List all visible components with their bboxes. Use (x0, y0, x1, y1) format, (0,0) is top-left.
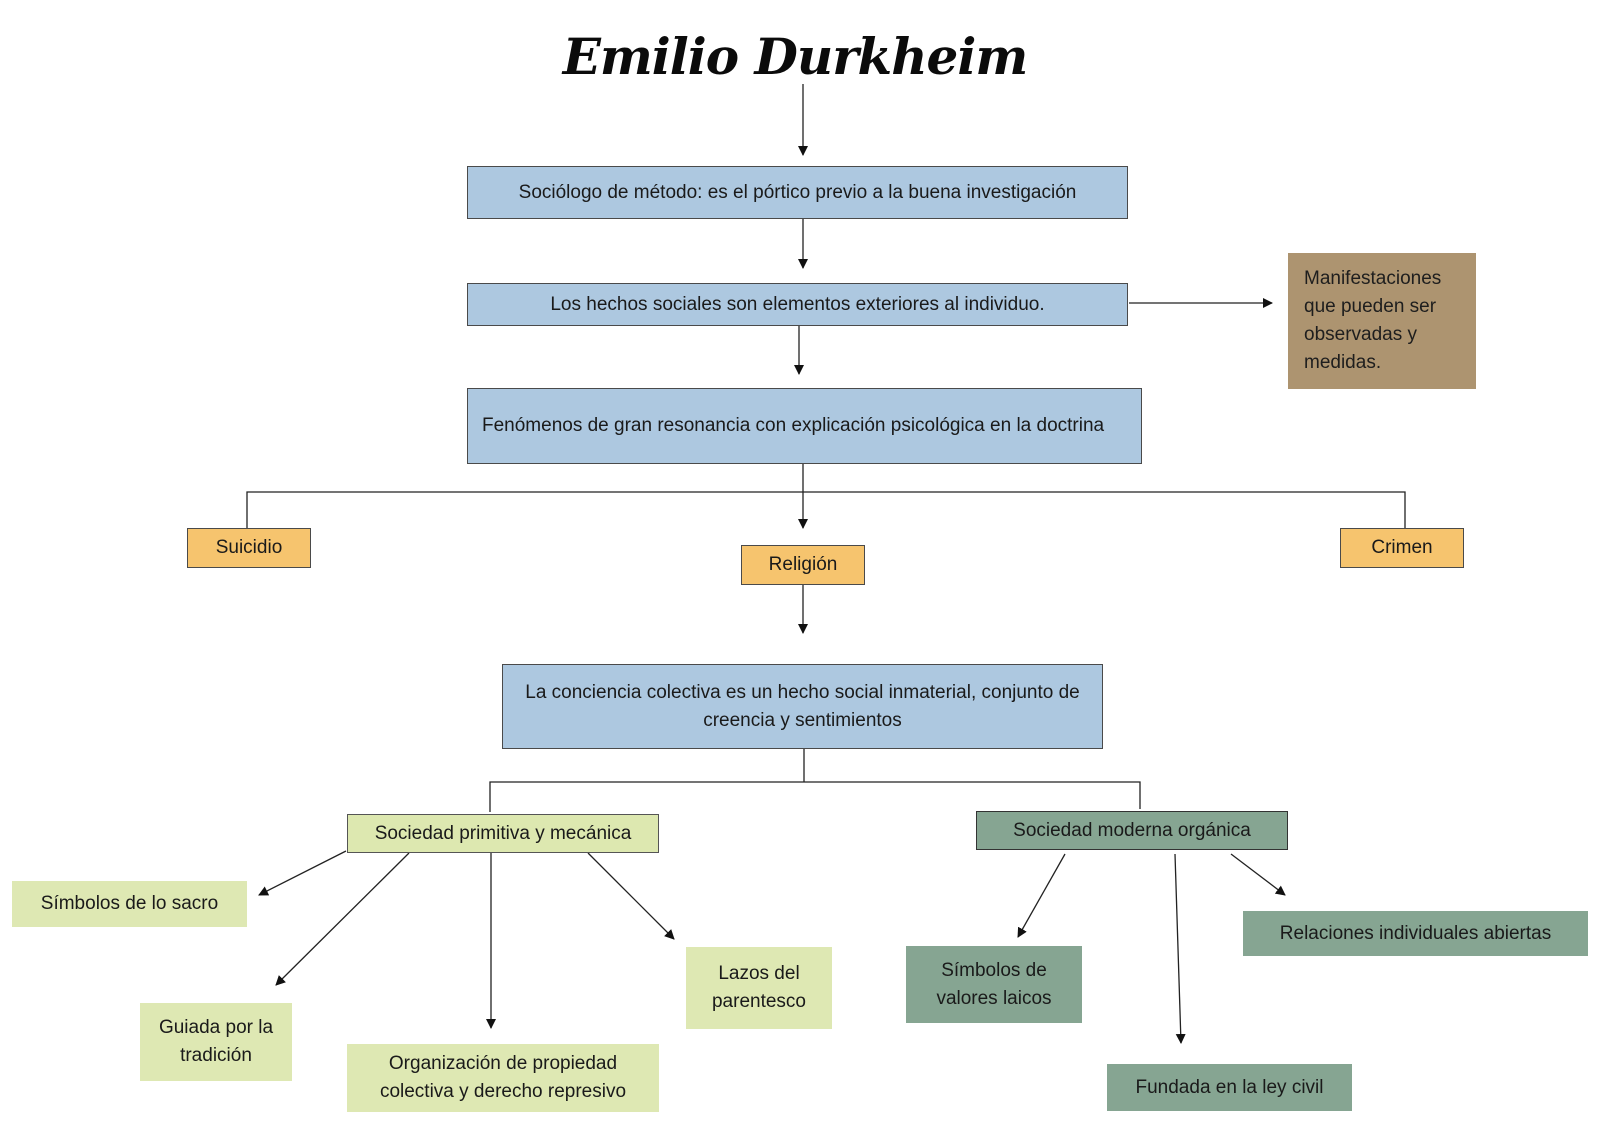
node-fenomenos: Fenómenos de gran resonancia con explica… (467, 388, 1142, 464)
node-primitiva-text: Sociedad primitiva y mecánica (374, 822, 632, 844)
arrow-primitiva-parentesco (587, 852, 675, 940)
node-parentesco: Lazos del parentesco (686, 947, 832, 1029)
node-hechos-text: Los hechos sociales son elementos exteri… (550, 293, 1045, 315)
node-relaciones: Relaciones individuales abiertas (1243, 911, 1588, 956)
line-branch-suicidio-crimen (246, 491, 1406, 528)
arrow-moderna-laicos (1017, 853, 1066, 938)
node-metodo: Sociólogo de método: es el pórtico previ… (467, 166, 1128, 219)
diagram-title: Emilio Durkheim (562, 27, 1029, 86)
arrow-primitiva-sacro (258, 850, 347, 896)
arrow-moderna-relaciones (1230, 853, 1286, 896)
arrow-primitiva-tradicion (275, 852, 410, 986)
node-religion: Religión (741, 545, 865, 585)
node-religion-text: Religión (768, 554, 838, 575)
node-conciencia-text: La conciencia colectiva es un hecho soci… (525, 681, 1080, 731)
node-sacro-text: Símbolos de lo sacro (40, 893, 219, 914)
arrow-moderna-ley (1174, 853, 1186, 1044)
node-metodo-text: Sociólogo de método: es el pórtico previ… (518, 181, 1077, 203)
node-manifestaciones: Manifestaciones que pueden ser observada… (1288, 253, 1476, 389)
node-relaciones-text: Relaciones individuales abiertas (1279, 922, 1552, 944)
node-moderna: Sociedad moderna orgánica (976, 811, 1288, 850)
node-laicos-text: Símbolos de valores laicos (936, 959, 1052, 1009)
node-laicos: Símbolos de valores laicos (906, 946, 1082, 1023)
node-ley-civil: Fundada en la ley civil (1107, 1064, 1352, 1111)
node-propiedad: Organización de propiedad colectiva y de… (347, 1044, 659, 1112)
node-crimen: Crimen (1340, 528, 1464, 568)
node-tradicion-text: Guiada por la tradición (158, 1017, 274, 1066)
node-primitiva: Sociedad primitiva y mecánica (347, 814, 659, 853)
node-manifestaciones-text: Manifestaciones que pueden ser observada… (1304, 268, 1442, 373)
node-suicidio: Suicidio (187, 528, 311, 568)
node-parentesco-text: Lazos del parentesco (711, 963, 806, 1012)
node-tradicion: Guiada por la tradición (140, 1003, 292, 1081)
node-propiedad-text: Organización de propiedad colectiva y de… (379, 1053, 627, 1102)
node-hechos: Los hechos sociales son elementos exteri… (467, 283, 1128, 326)
line-branch-sociedades (489, 781, 1141, 812)
node-crimen-text: Crimen (1371, 537, 1433, 558)
node-sacro: Símbolos de lo sacro (12, 881, 247, 927)
node-fenomenos-text: Fenómenos de gran resonancia con explica… (482, 415, 1105, 436)
node-suicidio-text: Suicidio (215, 537, 283, 558)
node-conciencia: La conciencia colectiva es un hecho soci… (502, 664, 1103, 749)
node-ley-civil-text: Fundada en la ley civil (1135, 1076, 1324, 1098)
node-moderna-text: Sociedad moderna orgánica (1013, 819, 1251, 841)
